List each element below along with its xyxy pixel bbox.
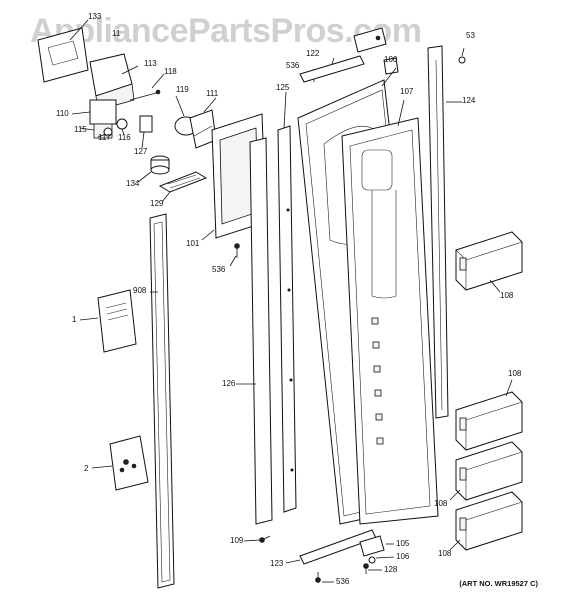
art-number: (ART NO. WR19527 C) [459,579,538,588]
part-108-bin-2 [455,379,523,451]
callout-110: 110 [56,109,69,118]
callout-105: 105 [396,539,410,548]
part-2-hardware-bag [91,435,149,491]
callout-124: 124 [462,96,476,105]
callout-127: 127 [134,147,148,156]
part-top-hinge [353,27,399,75]
part-124-gasket-strip [427,45,466,419]
part-108-bin-3 [449,441,523,501]
callout-116: 116 [118,133,131,142]
callout-117: 117 [98,133,111,142]
callout-536-mid: 536 [212,265,226,274]
callout-536-top: 536 [286,61,300,70]
callout-111: 111 [206,89,219,98]
callout-118: 118 [164,67,177,76]
part-108-bin-4 [449,491,523,551]
callout-1: 1 [72,315,77,324]
callout-106: 106 [396,552,410,561]
part-908-door-gasket [149,213,175,589]
callout-129: 129 [150,199,164,208]
callout-53: 53 [466,31,475,40]
part-133-control-board [37,19,89,83]
part-110-115-valve-assembly [71,99,128,139]
callout-115: 115 [74,125,87,134]
callout-107: 107 [400,87,414,96]
part-118-119-111-dispenser-mech [129,73,217,149]
callout-100: 100 [384,55,398,64]
callout-133: 133 [88,12,102,21]
callout-11: 11 [112,29,121,38]
callout-108-d: 108 [438,549,452,558]
part-108-bin-top [455,231,523,293]
part-128-hinge-pin [363,563,382,574]
callout-113: 113 [144,59,157,68]
callout-126: 126 [222,379,236,388]
part-107-door-liner [341,99,439,525]
callout-908: 908 [133,286,147,295]
callout-125: 125 [276,83,290,92]
part-125-side-trim [277,91,297,513]
callout-119: 119 [176,85,189,94]
part-126-side-trim [236,137,273,525]
callout-2: 2 [84,464,89,473]
callout-108-a: 108 [500,291,514,300]
callout-536-bottom: 536 [336,577,350,586]
part-122-top-bracket [299,55,365,83]
part-536-screw-bottom [315,572,334,583]
part-105-106-bottom-hinge [359,535,395,564]
part-536-screw-mid [229,243,240,267]
callout-134: 134 [126,179,140,188]
callout-128: 128 [384,565,398,574]
callout-108-b: 108 [508,369,522,378]
callout-109: 109 [230,536,244,545]
part-109-screw [243,535,271,543]
part-1-manual [79,289,137,353]
callout-101: 101 [186,239,200,248]
callout-108-c: 108 [434,499,448,508]
part-134-129-cup-grille [137,155,208,203]
callout-123: 123 [270,559,284,568]
callout-122: 122 [306,49,320,58]
